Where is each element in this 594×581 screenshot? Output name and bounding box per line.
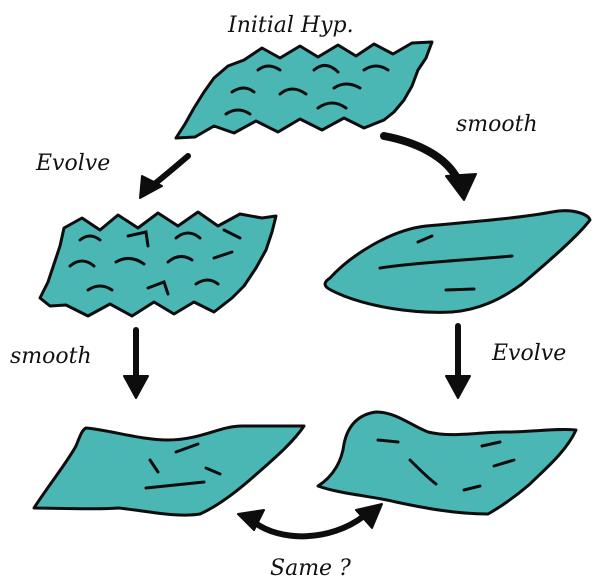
arrow-top-to-left [140, 156, 188, 198]
sheet-bottom-left [34, 426, 304, 515]
sheet-evolved-rough [40, 212, 276, 316]
label-smooth-top-right: smooth [456, 112, 538, 137]
label-smooth-left: smooth [10, 344, 92, 369]
arrow-top-to-right [384, 136, 476, 200]
sheet-bottom-right [318, 412, 576, 514]
arrow-right-down [446, 326, 470, 398]
arrow-left-down [124, 330, 148, 398]
label-evolve-right: Evolve [491, 341, 566, 366]
double-arrow-compare [238, 504, 382, 536]
label-same-question: Same ? [270, 556, 351, 581]
label-evolve-top-left: Evolve [35, 151, 110, 176]
label-initial-hypothesis: Initial Hyp. [227, 13, 354, 38]
sheet-smoothed [325, 211, 590, 313]
sheet-initial-hypothesis [176, 42, 432, 138]
